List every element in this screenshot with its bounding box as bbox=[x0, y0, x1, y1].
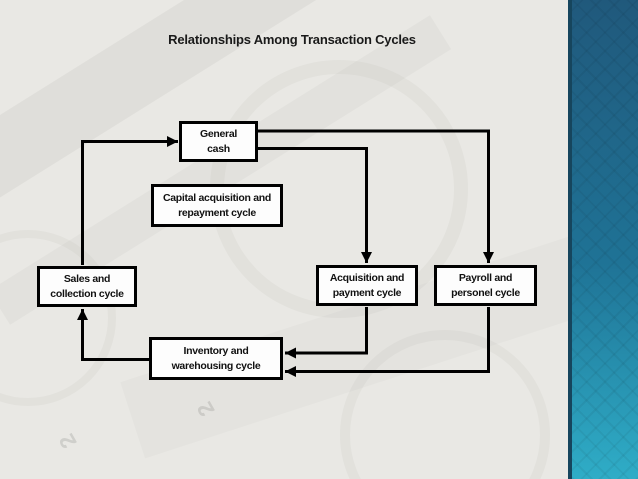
node-label: repayment cycle bbox=[178, 206, 256, 219]
node-label: Capital acquisition and bbox=[162, 191, 272, 204]
connector-acquisition-to-inventory bbox=[285, 307, 368, 359]
node-label: Sales and bbox=[63, 272, 111, 285]
connector-general-cash-to-payroll bbox=[258, 129, 494, 263]
connector-inventory-to-sales bbox=[77, 309, 149, 361]
accent-sidebar bbox=[568, 0, 638, 479]
node-label: cash bbox=[207, 142, 230, 155]
faint-bill-digit: 2 bbox=[53, 429, 82, 453]
node-payroll-personel: Payroll and personel cycle bbox=[434, 265, 537, 306]
node-label: Payroll and bbox=[458, 271, 513, 284]
node-label: payment cycle bbox=[332, 286, 402, 299]
node-label: collection cycle bbox=[50, 287, 124, 300]
coin-circle bbox=[0, 230, 116, 406]
node-label: warehousing cycle bbox=[171, 359, 261, 372]
coin-circle bbox=[340, 330, 550, 479]
node-sales-collection: Sales and collection cycle bbox=[37, 266, 137, 307]
node-general-cash: General cash bbox=[179, 121, 258, 162]
node-capital-acquisition: Capital acquisition and repayment cycle bbox=[151, 184, 283, 227]
node-label: Inventory and bbox=[183, 344, 249, 357]
node-inventory-warehousing: Inventory and warehousing cycle bbox=[149, 337, 283, 380]
node-label: personel cycle bbox=[451, 286, 520, 299]
faint-bill-digit: 2 bbox=[191, 397, 220, 421]
node-acquisition-payment: Acquisition and payment cycle bbox=[316, 265, 418, 306]
node-label: General bbox=[199, 127, 237, 140]
connector-payroll-to-inventory bbox=[285, 307, 490, 377]
node-label: Acquisition and bbox=[329, 271, 405, 284]
slide-title: Relationships Among Transaction Cycles bbox=[168, 32, 416, 47]
